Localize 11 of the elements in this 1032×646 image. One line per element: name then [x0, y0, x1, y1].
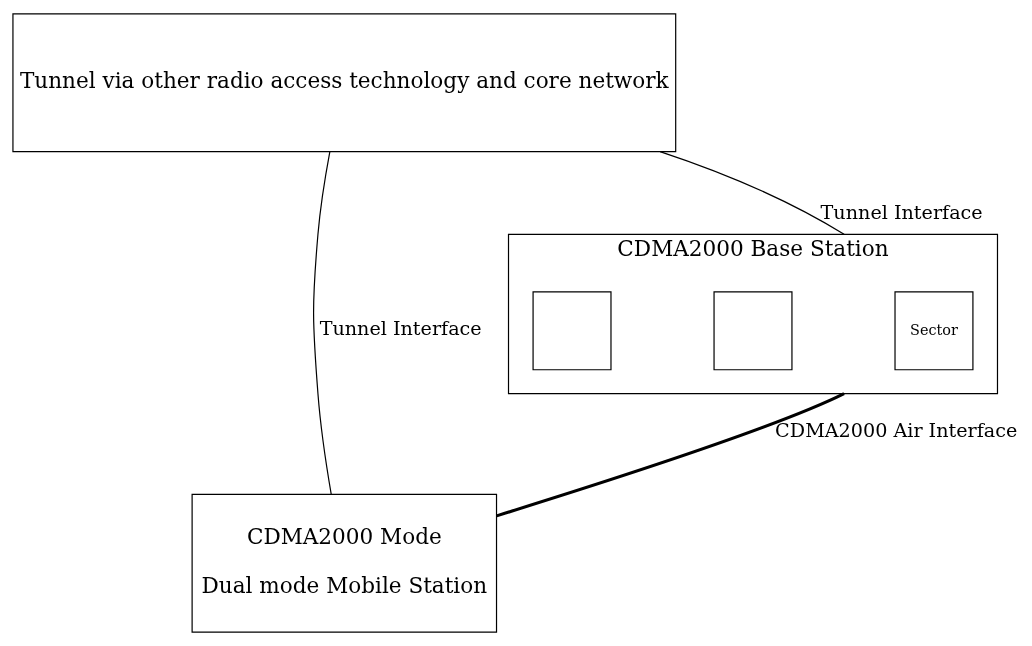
edge-label: Tunnel Interface: [820, 200, 983, 224]
node-box: Sector: [894, 291, 974, 371]
connector: [659, 151, 845, 235]
connector: [496, 392, 845, 518]
node-box: [532, 291, 612, 371]
edge-label: CDMA2000 Air Interface: [775, 418, 1018, 442]
node-box: Tunnel via other radio access technology and core network: [12, 13, 677, 153]
node-box: [713, 291, 793, 371]
edge-label: Tunnel Interface: [319, 317, 482, 341]
node-box: CDMA2000 Mode Dual mode Mobile Station: [191, 493, 498, 633]
connector: [313, 151, 332, 495]
